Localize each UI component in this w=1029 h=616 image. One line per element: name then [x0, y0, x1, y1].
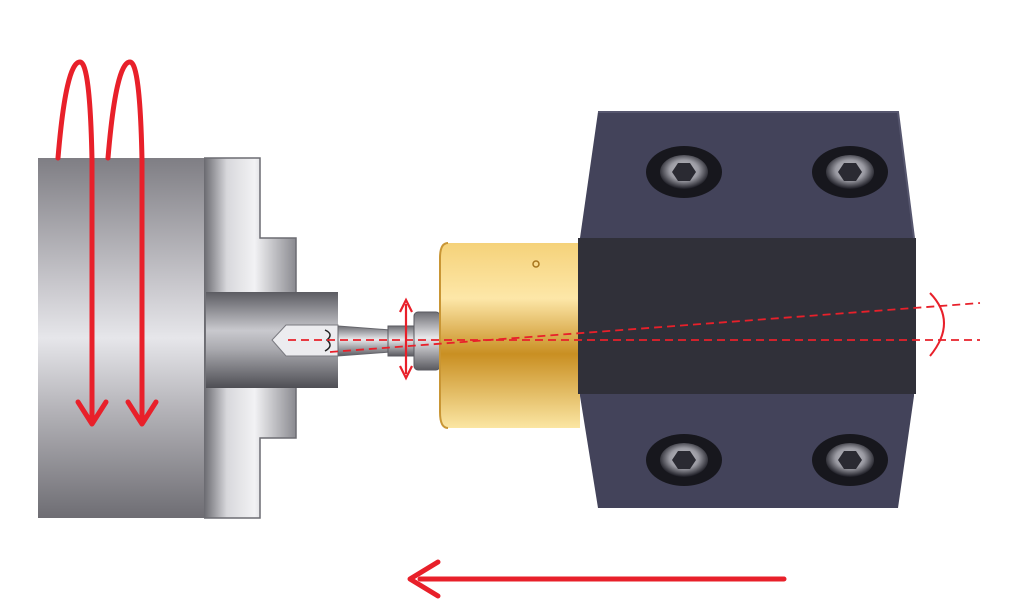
- misalignment-axis: [329, 302, 981, 353]
- wobble-arrow: [399, 297, 413, 381]
- socket-screws: [646, 146, 888, 486]
- workpiece: [206, 292, 339, 388]
- hex-socket-icon: [646, 434, 722, 486]
- feed-direction-arrow: [407, 559, 787, 599]
- curved-down-arrow-icon: [105, 59, 159, 427]
- rotation-arrows: [55, 59, 159, 427]
- drill-bit: [337, 311, 441, 371]
- tool-holder-block: [578, 111, 916, 508]
- angle-arc: [929, 292, 945, 357]
- hex-socket-icon: [812, 434, 888, 486]
- hex-socket-icon: [646, 146, 722, 198]
- brass-adapter: [439, 242, 580, 429]
- hex-socket-icon: [812, 146, 888, 198]
- curved-down-arrow-icon: [55, 59, 109, 427]
